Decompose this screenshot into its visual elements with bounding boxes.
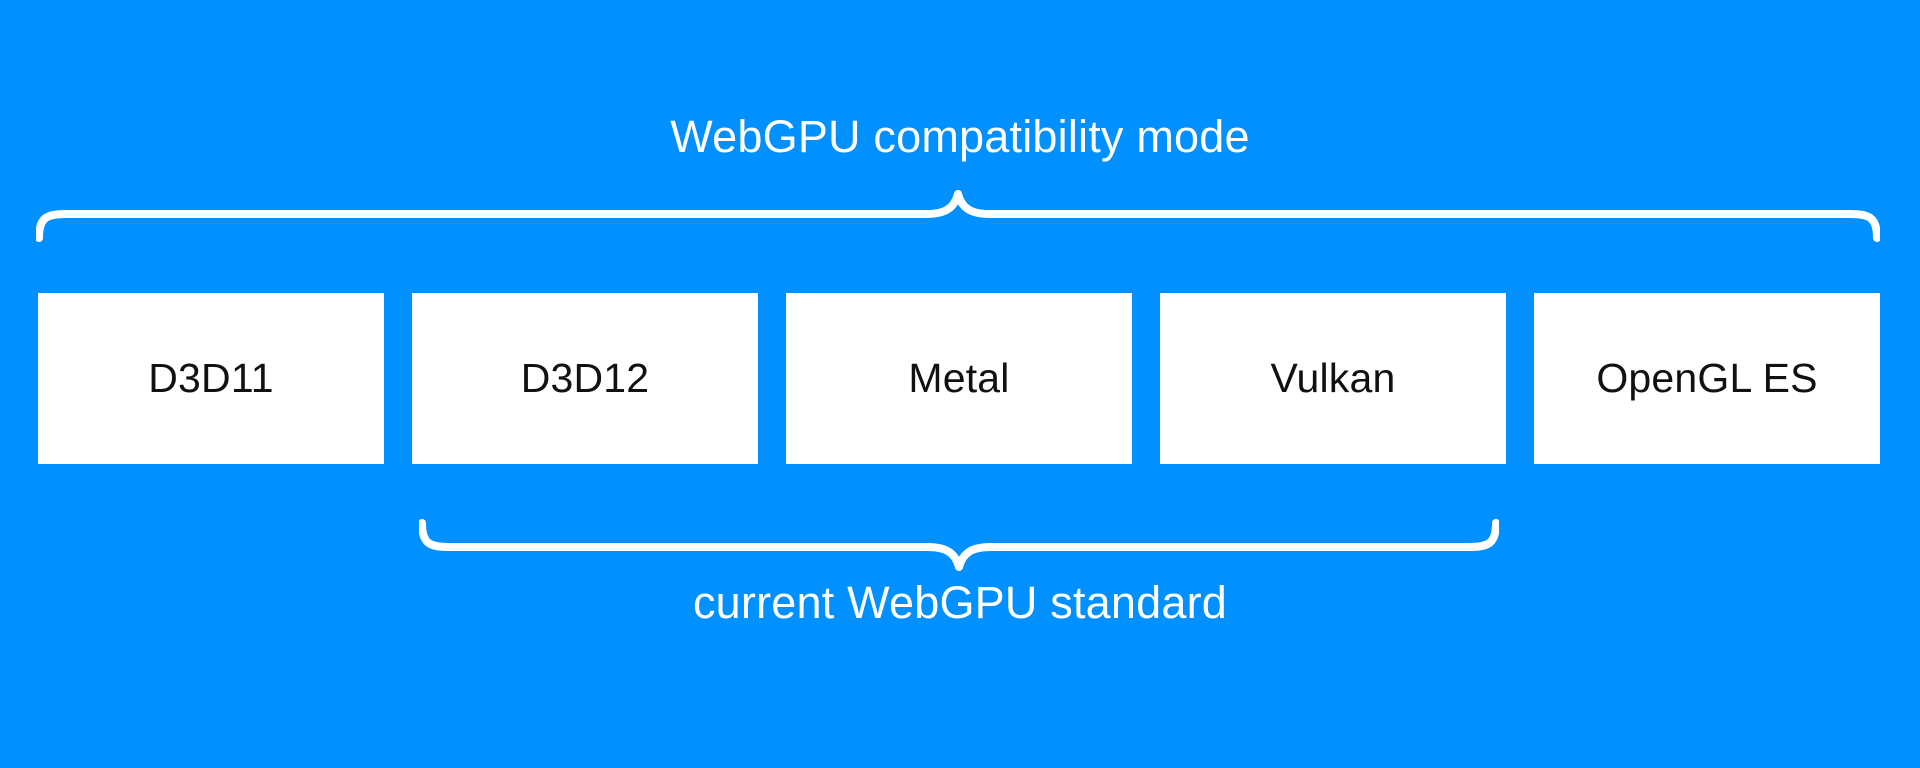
- api-boxes-row: D3D11 D3D12 Metal Vulkan OpenGL ES: [38, 293, 1880, 464]
- bottom-under-brace: [419, 519, 1499, 571]
- api-box-d3d12: D3D12: [412, 293, 758, 464]
- bottom-annotation-label: current WebGPU standard: [692, 577, 1227, 628]
- api-box-label: Metal: [908, 355, 1010, 401]
- api-box-label: D3D11: [148, 355, 274, 401]
- api-box-vulkan: Vulkan: [1160, 293, 1506, 464]
- api-box-metal: Metal: [786, 293, 1132, 464]
- top-annotation-label: WebGPU compatibility mode: [670, 111, 1250, 162]
- top-over-brace: [36, 190, 1880, 242]
- api-box-label: OpenGL ES: [1596, 355, 1818, 401]
- api-box-opengl-es: OpenGL ES: [1534, 293, 1880, 464]
- api-box-label: D3D12: [520, 355, 650, 401]
- api-box-d3d11: D3D11: [38, 293, 384, 464]
- api-box-label: Vulkan: [1270, 355, 1396, 401]
